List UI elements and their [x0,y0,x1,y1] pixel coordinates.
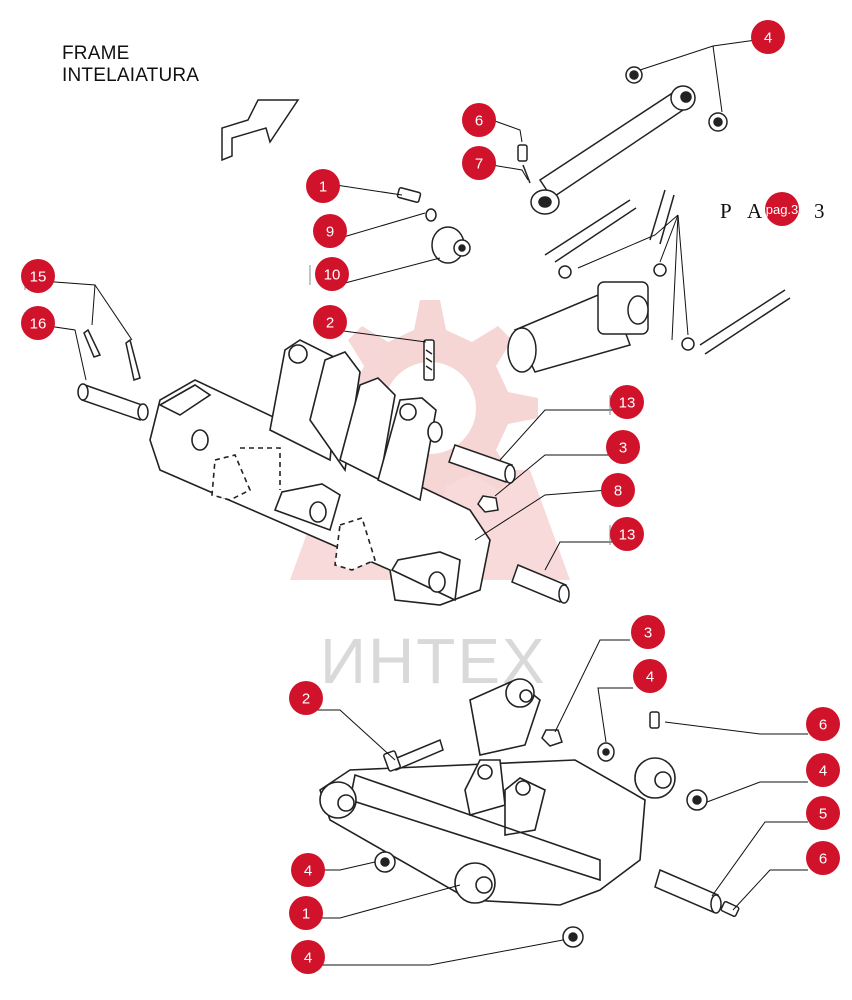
svg-text:7: 7 [475,156,483,173]
page-reference-badge: pag.3 [765,192,799,226]
bolt-upper [423,339,435,381]
callout-16: 16 [21,306,55,340]
svg-text:15: 15 [30,269,47,286]
diagram-title: FRAME INTELAIATURA [62,43,199,87]
svg-text:5: 5 [819,806,827,823]
svg-text:4: 4 [646,669,654,686]
svg-text:4: 4 [304,950,312,967]
callout-4: 4 [291,940,325,974]
callout-10: 10 [315,257,349,291]
svg-text:2: 2 [302,691,310,708]
svg-text:8: 8 [614,483,622,500]
bolt-washer-bracket-assembly [396,187,471,264]
lower-rocker-frame [319,678,676,906]
svg-text:10: 10 [324,267,341,284]
svg-text:4: 4 [819,763,827,780]
callout-15: 15 [21,259,55,293]
callout-2: 2 [313,305,347,339]
page-reference-prefix: P A [720,199,769,223]
svg-text:6: 6 [475,113,483,130]
callout-2: 2 [289,681,323,715]
title-line-italian: INTELAIATURA [62,65,200,86]
callout-9: 9 [313,214,347,248]
callout-5: 5 [806,796,840,830]
callout-6: 6 [462,103,496,137]
svg-text:9: 9 [326,224,334,241]
svg-text:3: 3 [644,625,652,642]
svg-text:2: 2 [326,315,334,332]
callout-1: 1 [306,169,340,203]
callout-4: 4 [751,20,785,54]
page-reference-suffix: 3 [814,199,831,223]
callout-8: 8 [601,473,635,507]
svg-text:13: 13 [619,395,636,412]
svg-text:6: 6 [819,851,827,868]
svg-text:6: 6 [819,717,827,734]
title-line-english: FRAME [62,43,130,64]
pins-and-nut [448,444,570,604]
callout-6: 6 [806,707,840,741]
upper-link-rod [517,66,728,215]
callout-6: 6 [806,841,840,875]
callout-3: 3 [631,615,665,649]
lower-small-parts [374,711,740,948]
svg-text:1: 1 [302,906,310,923]
svg-text:3: 3 [619,440,627,457]
svg-text:13: 13 [619,527,636,544]
svg-text:pag.3: pag.3 [766,202,799,217]
svg-text:4: 4 [304,863,312,880]
hydraulic-cylinder [507,189,791,373]
cotter-pins-and-pin [77,328,149,422]
svg-text:4: 4 [764,30,772,47]
callout-7: 7 [462,146,496,180]
callout-4: 4 [291,853,325,887]
upper-frame [149,339,491,606]
callout-4: 4 [633,659,667,693]
callout-3: 3 [606,430,640,464]
callout-13: 13 [610,517,644,551]
callout-4: 4 [806,753,840,787]
svg-text:16: 16 [30,316,47,333]
callout-1: 1 [289,896,323,930]
callout-13: 13 [610,385,644,419]
svg-text:1: 1 [319,179,327,196]
direction-arrow-icon [221,99,300,162]
leader-lines [24,39,808,966]
